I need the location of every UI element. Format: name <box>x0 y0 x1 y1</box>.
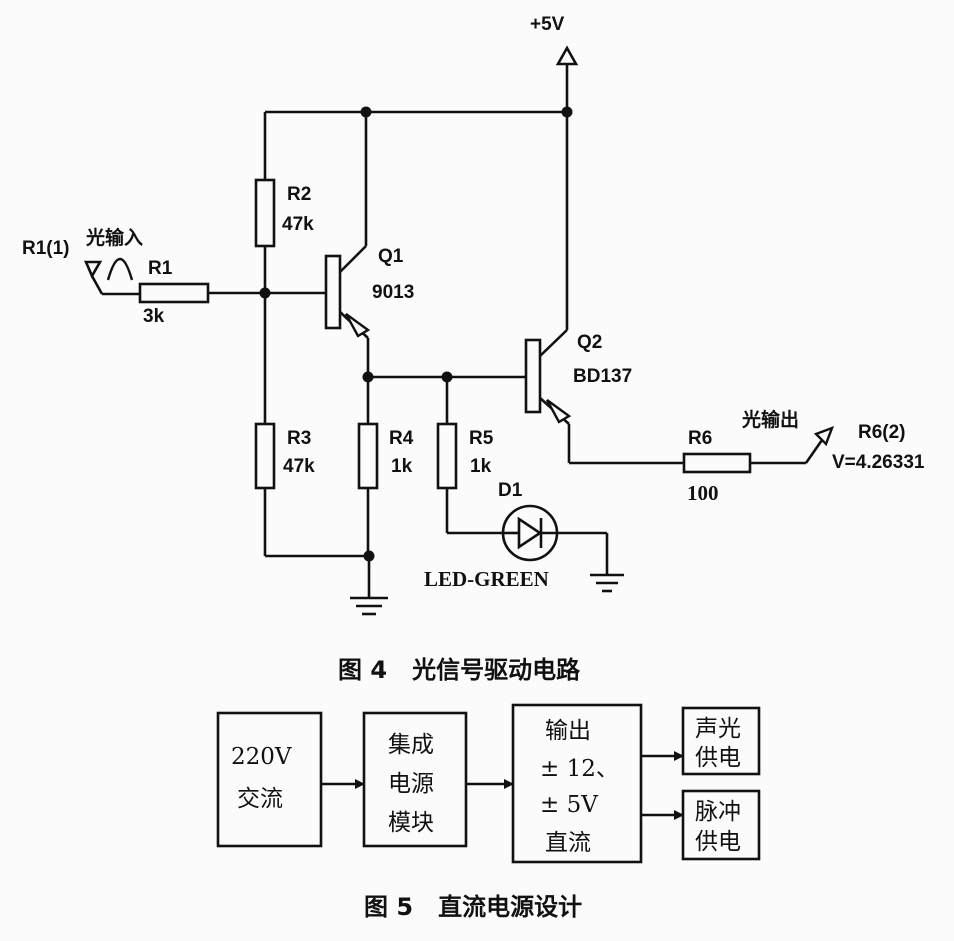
r6-value: 100 <box>687 481 719 505</box>
block-output-line2: ± 12、 <box>540 756 619 782</box>
block-module-line3: 模块 <box>388 810 434 836</box>
led-d1: D1 LED-GREEN <box>424 480 607 591</box>
block-sound-line1: 声光 <box>695 716 741 742</box>
resistor-r1 <box>138 282 210 304</box>
block-pulse-supply: 脉冲 供电 <box>681 789 761 861</box>
r5-name: R5 <box>469 428 494 449</box>
block-pulse-line1: 脉冲 <box>695 799 741 825</box>
figure5-caption: 图 5 直流电源设计 <box>364 893 582 921</box>
figure4-caption: 图 4 光信号驱动电路 <box>338 656 581 684</box>
transistor-q2: Q2 BD137 <box>524 112 632 463</box>
block-pulse-line2: 供电 <box>695 829 741 855</box>
input-port-label: R1(1) <box>22 238 70 259</box>
signal-wave-icon <box>106 258 134 281</box>
block-ac-line2: 交流 <box>237 786 283 812</box>
block-output-line4: 直流 <box>545 830 591 856</box>
block-ac-line1: 220V <box>231 744 292 770</box>
r6-name: R6 <box>688 428 712 449</box>
resistor-r3 <box>254 422 276 490</box>
d1-name: D1 <box>498 480 523 501</box>
r5-value: 1k <box>470 456 492 477</box>
block-dc-output: 输出 ± 12、 ± 5V 直流 <box>511 703 643 864</box>
transistor-q1: Q1 9013 <box>324 112 414 377</box>
r1-name: R1 <box>148 258 173 279</box>
light-signal-driver-circuit: +5V R2 47k R3 47k R1(1) <box>22 14 925 684</box>
block-sound-light-supply: 声光 供电 <box>681 706 761 776</box>
r4-name: R4 <box>389 428 414 449</box>
output-voltage: V=4.26331 <box>832 452 925 473</box>
input-terminal: R1(1) 光输入 <box>22 226 143 296</box>
output-label: 光输出 <box>741 408 799 431</box>
supply-label: +5V <box>530 14 565 35</box>
block-output-line1: 输出 <box>545 718 591 744</box>
ground-symbol <box>590 573 624 593</box>
q1-model: 9013 <box>372 282 414 303</box>
d1-model: LED-GREEN <box>424 567 549 591</box>
output-port-label: R6(2) <box>858 422 906 443</box>
input-label: 光输入 <box>85 226 143 249</box>
q2-model: BD137 <box>573 366 632 387</box>
r3-value: 47k <box>283 456 315 477</box>
r4-value: 1k <box>391 456 413 477</box>
resistor-r2 <box>254 178 276 248</box>
r1-value: 3k <box>143 306 165 327</box>
dc-power-block-diagram: 220V 交流 集成 电源 模块 输出 ± 12、 ± 5V 直流 声光 供电 … <box>216 703 761 921</box>
block-module-line2: 电源 <box>388 771 434 797</box>
block-module-line1: 集成 <box>388 732 434 758</box>
resistor-r6 <box>682 452 752 474</box>
junction-dot <box>259 287 271 299</box>
r3-name: R3 <box>287 428 311 449</box>
block-sound-line2: 供电 <box>695 745 741 771</box>
q2-name: Q2 <box>577 332 602 353</box>
ground-symbol <box>350 596 388 616</box>
block-power-module: 集成 电源 模块 <box>362 711 468 848</box>
resistor-r4 <box>357 422 379 490</box>
r2-value: 47k <box>282 214 314 235</box>
q1-name: Q1 <box>378 246 404 267</box>
block-ac-input: 220V 交流 <box>216 711 323 848</box>
r2-name: R2 <box>287 184 311 205</box>
resistor-r5 <box>436 422 458 490</box>
block-output-line3: ± 5V <box>540 792 598 818</box>
output-terminal: 光输出 R6(2) V=4.26331 <box>741 408 925 473</box>
supply-terminal: +5V <box>530 14 579 112</box>
